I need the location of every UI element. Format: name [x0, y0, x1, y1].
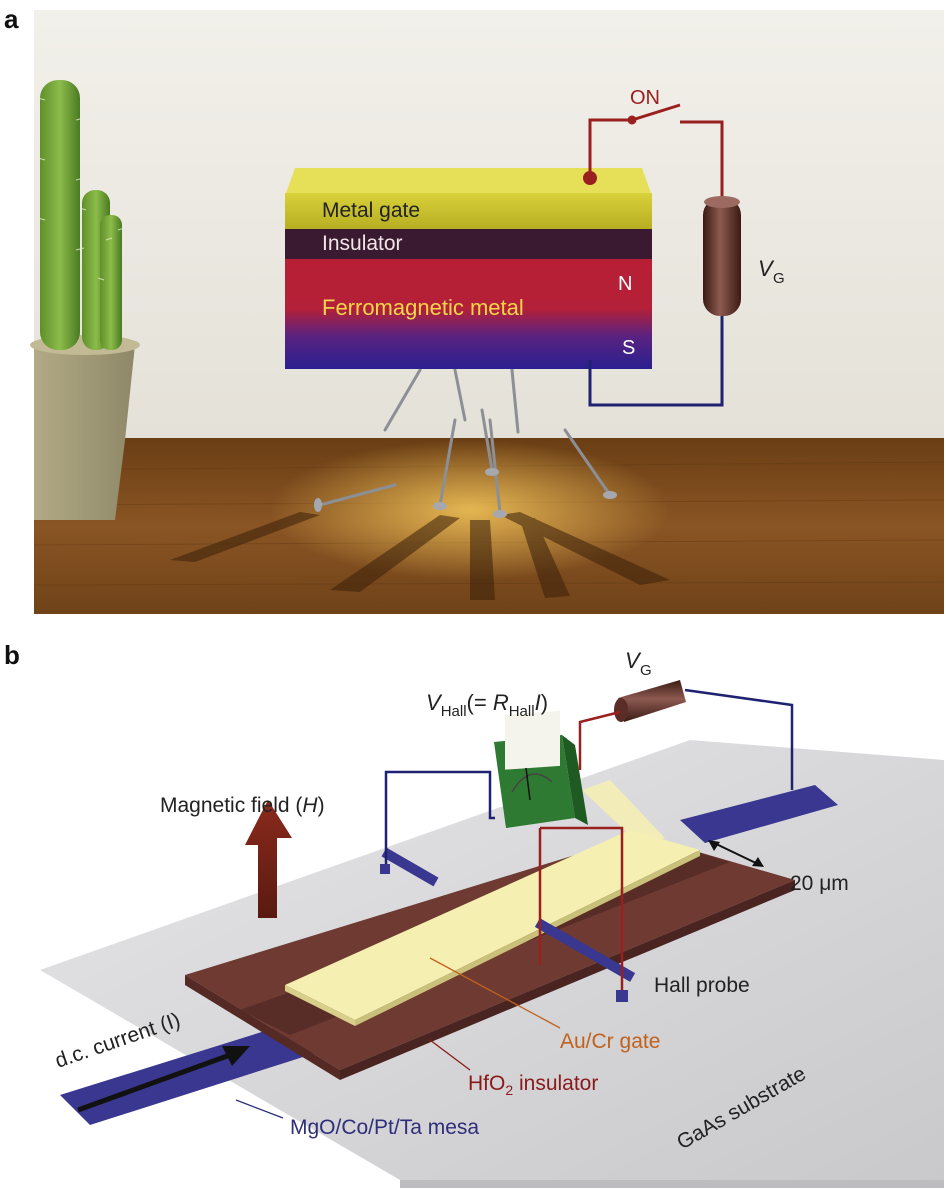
- cactus-plant: [30, 80, 140, 520]
- hfo2-leader: [429, 1039, 471, 1071]
- mesa-right-strip: [680, 785, 838, 843]
- north-pole-label: N: [618, 273, 632, 295]
- pot: [34, 345, 135, 520]
- ferromagnetic-layer: [285, 259, 652, 369]
- au-cr-leader: [429, 957, 561, 1029]
- meter-face: [505, 710, 560, 770]
- nail-heads: [314, 468, 617, 518]
- hall-probe-right: [534, 918, 636, 982]
- panel-a-scene: ON Metal gate Insulator N Ferromagnetic …: [30, 10, 945, 614]
- metal-gate-label: Metal gate: [322, 199, 420, 222]
- gate-top-face: [285, 168, 652, 196]
- vg-subscript-b: G: [640, 662, 652, 679]
- voltage-source-b: [614, 680, 686, 722]
- cactus-stem-1: [40, 80, 80, 350]
- au-cr-gate: [285, 830, 700, 1020]
- panel-b-wires: [384, 688, 794, 1000]
- hall-voltmeter: [494, 710, 588, 828]
- ferromagnetic-label: Ferromagnetic metal: [322, 295, 524, 320]
- panel-a-circuit: [588, 103, 724, 407]
- shadows: [170, 512, 670, 600]
- insulator-layer: [285, 229, 652, 259]
- south-pole-label: S: [622, 337, 635, 359]
- hfo2-label: HfO2 insulator: [468, 1072, 598, 1098]
- vg-label-b: V: [625, 648, 642, 673]
- switch-on-label: ON: [630, 87, 660, 109]
- panel-b-scene: V G VHall(= RHallI) Magnetic field (H) 2…: [40, 648, 944, 1188]
- current-arrow: [77, 1052, 231, 1113]
- magnetic-field-label: Magnetic field (H): [160, 794, 325, 817]
- panel-b-letter: b: [4, 640, 20, 670]
- au-cr-gate-label: Au/Cr gate: [560, 1030, 660, 1053]
- switch-pivot: [627, 115, 637, 125]
- hall-probe-left: [381, 847, 439, 887]
- metal-gate-layer: [285, 193, 652, 229]
- width-label: 20 μm: [790, 872, 849, 895]
- nails: [318, 368, 612, 514]
- vg-label-a: V: [758, 256, 775, 281]
- panel-a-letter: a: [4, 4, 19, 34]
- vg-subscript-a: G: [773, 270, 785, 287]
- cactus-stem-3: [100, 215, 122, 350]
- magnet-block: [285, 168, 652, 369]
- mesa-left-strip: [60, 1020, 325, 1125]
- mesa-label: MgO/Co/Pt/Ta mesa: [290, 1116, 479, 1139]
- mesa-leader: [235, 1099, 284, 1119]
- magnetic-field-arrow: [245, 800, 292, 918]
- hall-probe-label: Hall probe: [654, 974, 750, 997]
- voltage-source-a: [703, 198, 741, 316]
- meter-needle: [525, 767, 531, 801]
- width-arrow: [711, 841, 761, 866]
- gate-contact: [583, 171, 597, 185]
- vhall-label: VHall(= RHallI): [426, 690, 548, 720]
- insulator-label: Insulator: [322, 232, 403, 255]
